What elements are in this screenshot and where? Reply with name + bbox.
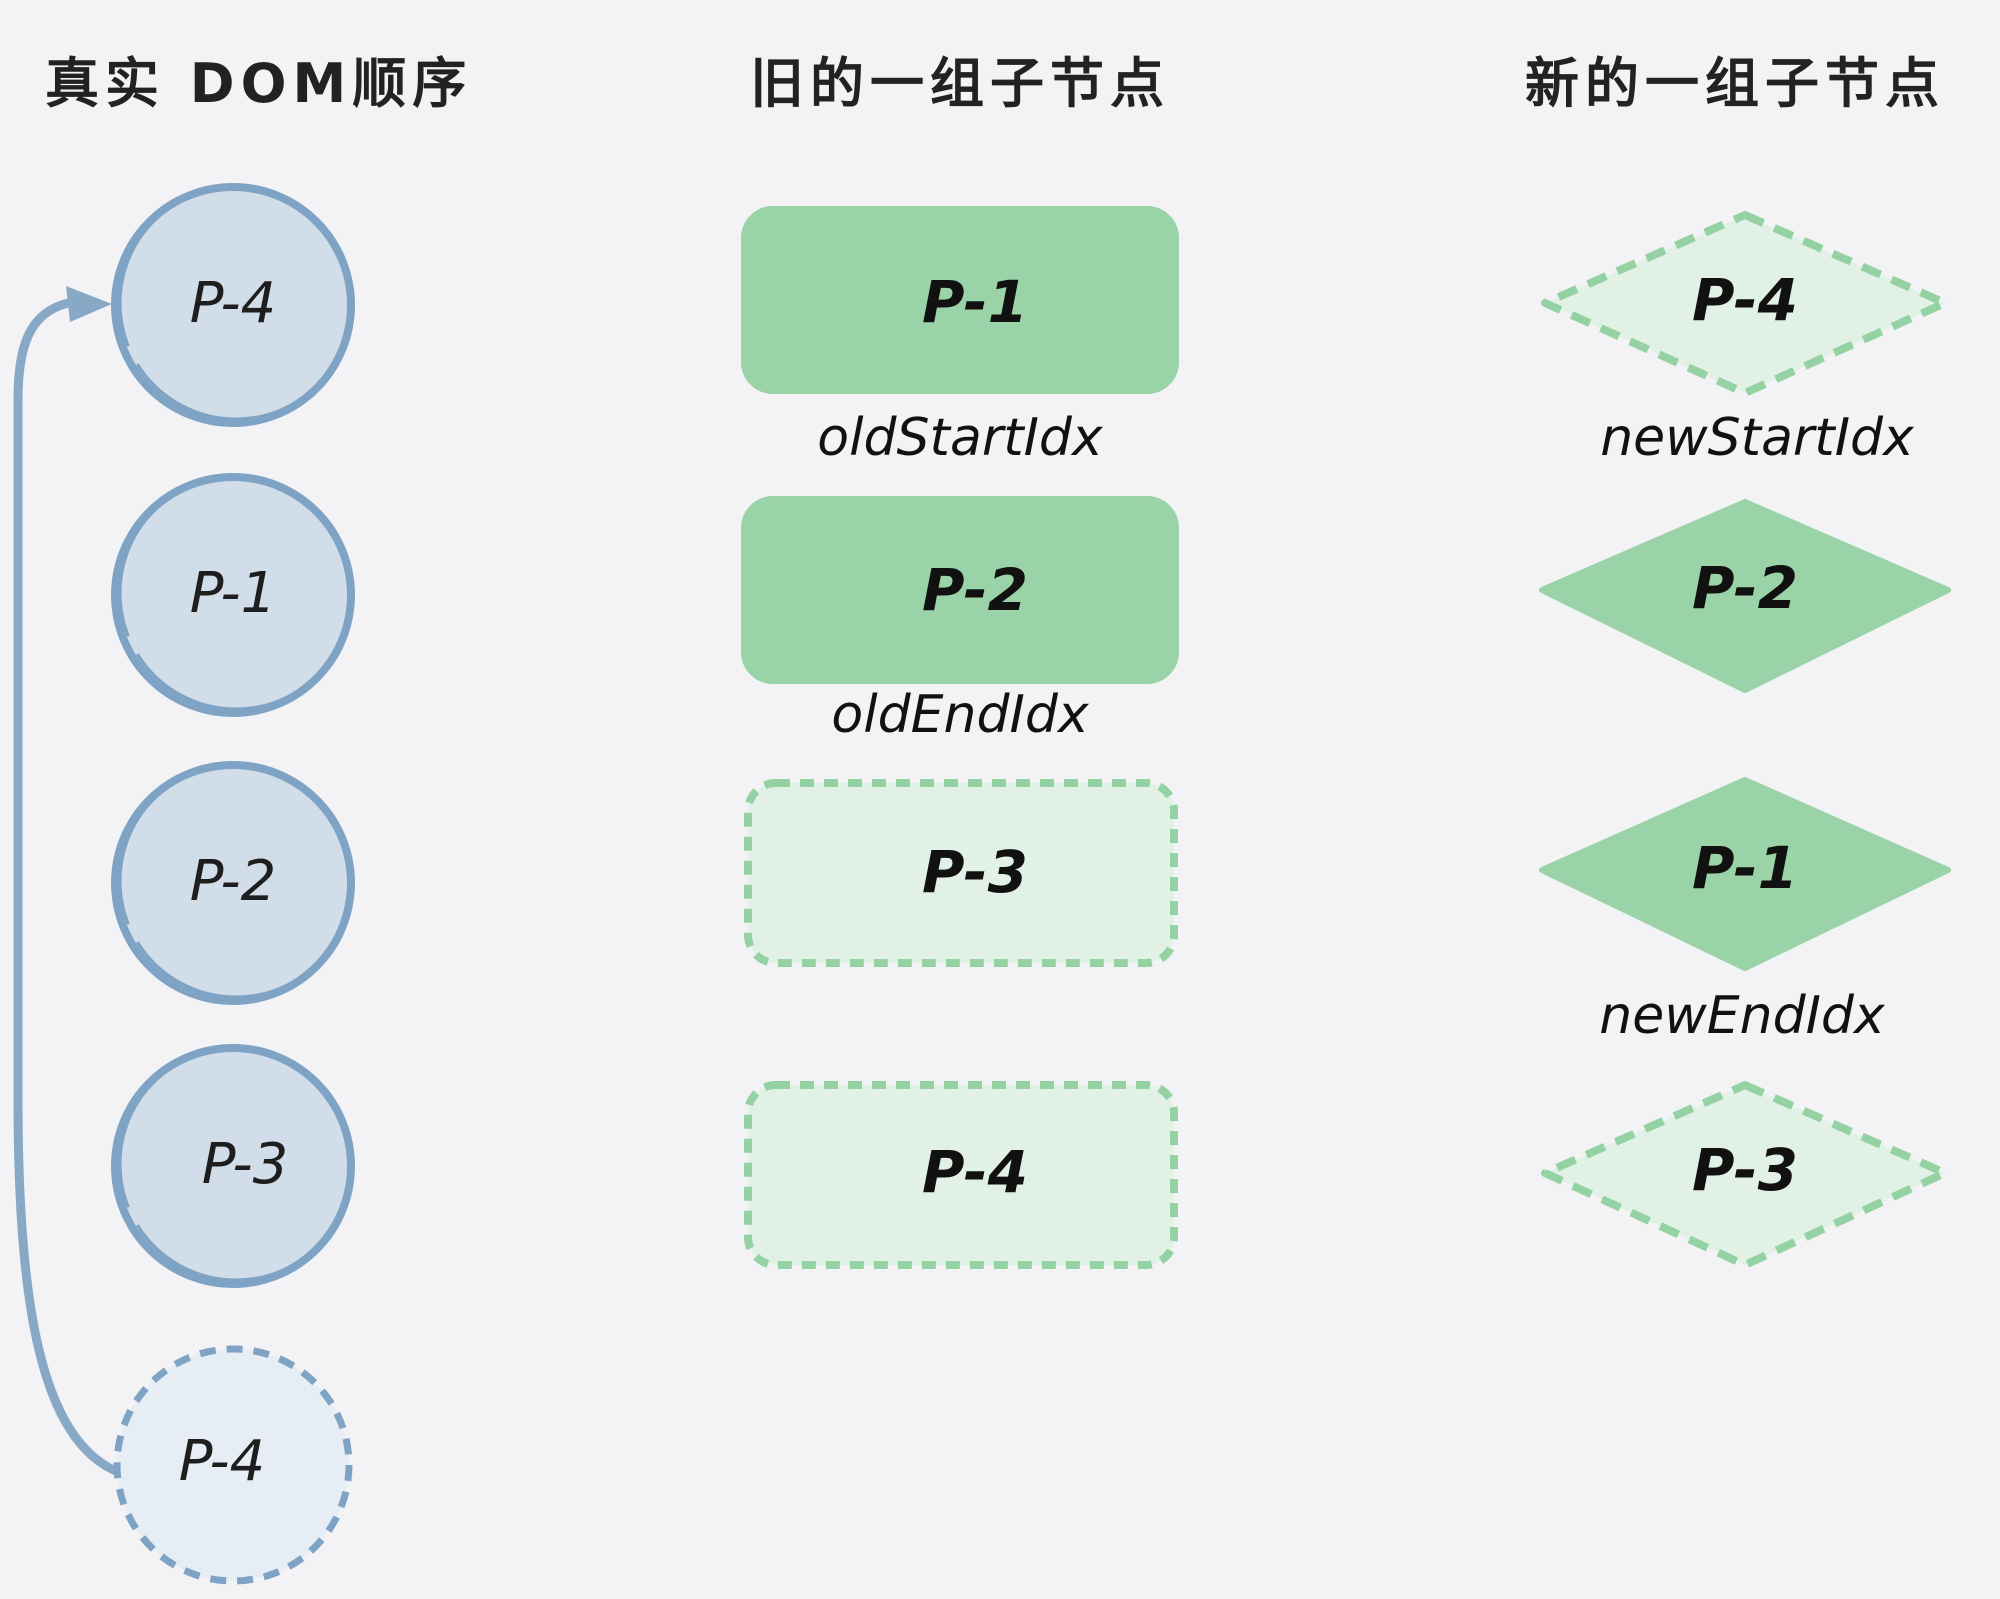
real-dom-node-label: P-3 — [202, 1132, 289, 1197]
old-child-label: P-4 — [922, 1138, 1028, 1206]
new-child-node-inactive: P-3 — [1541, 1081, 1949, 1269]
real-dom-moved-node-label: P-4 — [179, 1429, 266, 1494]
old-child-node-active: P-2 — [741, 496, 1179, 684]
real-dom-node-label: P-2 — [190, 849, 277, 914]
old-child-label: P-3 — [922, 838, 1028, 906]
real-dom-node-label: P-4 — [190, 271, 277, 336]
real-dom-node: P-4 — [111, 183, 355, 427]
new-child-node-inactive: P-4 — [1541, 211, 1949, 397]
real-dom-moved-node: P-4 — [113, 1345, 353, 1585]
real-dom-node-label: P-1 — [190, 561, 277, 626]
old-child-label: P-2 — [922, 556, 1028, 624]
new-start-pointer: newStartIdx — [1600, 408, 1915, 468]
old-start-pointer: oldStartIdx — [817, 408, 1104, 468]
new-child-label: P-1 — [1692, 834, 1798, 902]
header-old-children: 旧的一组子节点 — [750, 52, 1170, 115]
new-child-label: P-3 — [1692, 1136, 1798, 1204]
move-arrow — [13, 286, 123, 1477]
arrow-head — [66, 286, 112, 322]
real-dom-node: P-2 — [111, 761, 355, 1005]
old-child-label: P-1 — [922, 268, 1028, 336]
header-new-children: 新的一组子节点 — [1525, 52, 1945, 115]
real-dom-node: P-1 — [111, 473, 355, 717]
old-child-node-inactive: P-3 — [744, 779, 1178, 967]
header-real-dom: 真实 DOM顺序 — [45, 52, 472, 115]
real-dom-node: P-3 — [111, 1044, 355, 1288]
new-child-label: P-2 — [1692, 554, 1798, 622]
old-end-pointer: oldEndIdx — [831, 685, 1089, 745]
new-child-node-active: P-2 — [1539, 499, 1951, 693]
new-child-label: P-4 — [1692, 266, 1798, 334]
new-child-node-active: P-1 — [1539, 777, 1951, 971]
new-end-pointer: newEndIdx — [1599, 986, 1886, 1046]
old-child-node-inactive: P-4 — [744, 1081, 1178, 1269]
old-child-node-active: P-1 — [741, 206, 1179, 394]
